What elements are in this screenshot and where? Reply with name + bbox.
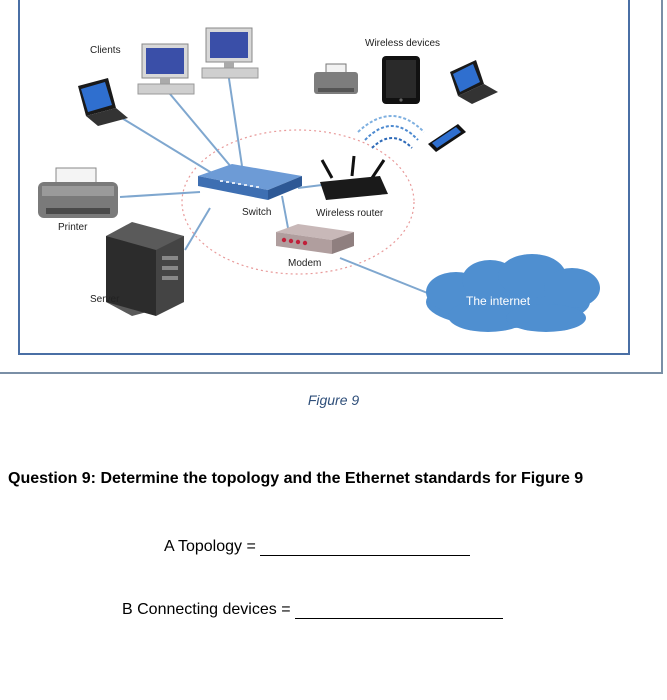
server-icon <box>106 222 184 316</box>
connecting-devices-label: B Connecting devices = <box>122 601 291 618</box>
server-label: Server <box>90 294 120 305</box>
smartphone-icon <box>428 124 466 152</box>
wireless-router-label: Wireless router <box>316 208 384 219</box>
internet-label: The internet <box>466 294 531 308</box>
printer-icon <box>38 167 118 218</box>
tablet-icon <box>382 56 420 104</box>
router-icon <box>320 155 388 200</box>
clients-label: Clients <box>90 45 121 56</box>
laptop-icon <box>78 78 128 126</box>
wireless-signal-icon <box>357 115 425 149</box>
connecting-devices-answer-row: B Connecting devices = <box>122 601 503 619</box>
network-diagram-graphic <box>38 27 600 332</box>
connecting-devices-blank[interactable] <box>294 602 503 619</box>
wireless-devices-label: Wireless devices <box>365 38 441 49</box>
figure-frame <box>0 0 663 374</box>
modem-label: Modem <box>288 258 322 269</box>
switch-icon <box>198 164 302 200</box>
topology-blank[interactable] <box>259 539 470 556</box>
topology-answer-row: A Topology = <box>164 538 470 556</box>
network-diagram: Clients Wireless devices Printer Server … <box>18 0 630 355</box>
switch-label: Switch <box>242 207 272 218</box>
cables <box>111 71 436 297</box>
figure-caption: Figure 9 <box>307 392 360 408</box>
printer-label: Printer <box>58 222 88 233</box>
desktop-computer-icon <box>137 43 195 95</box>
printer-icon <box>314 63 358 94</box>
cloud-icon <box>426 254 600 332</box>
modem-icon <box>276 224 354 254</box>
question-heading: Question 9: Determine the topology and t… <box>8 470 584 487</box>
desktop-computer-icon <box>201 27 259 79</box>
laptop-icon <box>450 60 498 104</box>
topology-label: A Topology = <box>164 538 256 555</box>
local-network-boundary <box>181 129 415 275</box>
